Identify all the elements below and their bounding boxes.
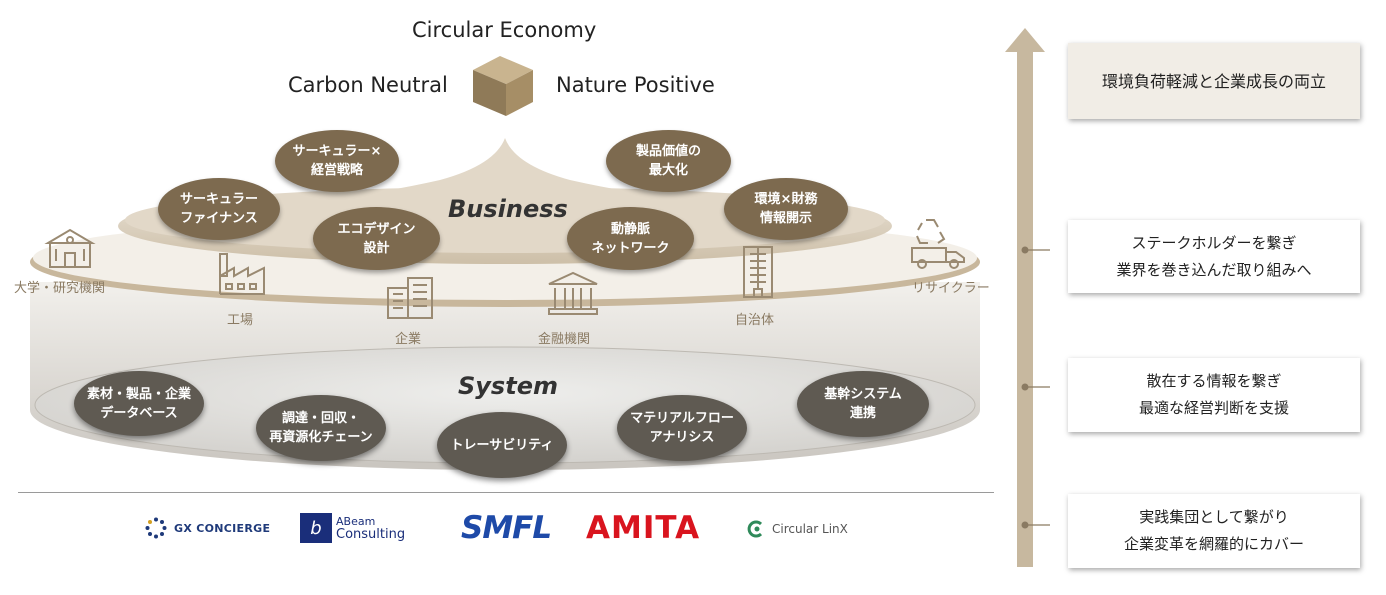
smfl-text: SMFL — [461, 510, 552, 546]
stakeholder-label-company: 企業 — [395, 332, 422, 347]
logo-amita: AMITA — [586, 510, 700, 546]
business-layer-title: Business — [448, 195, 568, 223]
nature-positive-title: Nature Positive — [556, 73, 715, 97]
stakeholder-label-factory: 工場 — [227, 313, 254, 328]
logo-abeam-consulting: b ABeam Consulting — [300, 513, 405, 543]
pill-circular-finance: サーキュラー ファイナンス — [158, 178, 280, 240]
stakeholder-label-bank: 金融機関 — [538, 332, 591, 347]
logo-circular-linx: Circular LinX — [747, 520, 848, 538]
stakeholder-label-recycler: リサイクラー — [912, 281, 990, 296]
circular-linx-mark-icon — [747, 520, 763, 538]
pill-supply-chain: 調達・回収・ 再資源化チェーン — [256, 395, 386, 461]
business-peak — [120, 138, 890, 222]
progress-arrow — [1005, 28, 1050, 567]
pill-core-system: 基幹システム 連携 — [797, 371, 929, 437]
step-card-information: 散在する情報を繋ぎ 最適な経営判断を支援 — [1068, 358, 1360, 432]
logo-smfl: SMFL — [461, 510, 552, 546]
stakeholder-label-municipality: 自治体 — [735, 313, 775, 328]
divider-line — [18, 492, 994, 493]
consulting-text: Consulting — [336, 527, 406, 542]
cube-icon — [473, 56, 533, 116]
logo-gx-concierge: GX CONCIERGE — [145, 517, 270, 539]
city-hall-icon — [743, 246, 773, 298]
step-card-practice-group: 実践集団として繋がり 企業変革を網羅的にカバー — [1068, 494, 1360, 568]
circular-linx-text: Circular LinX — [772, 522, 848, 536]
gx-concierge-mark-icon — [145, 517, 167, 539]
pill-esg-disclosure: 環境×財務 情報開示 — [724, 178, 848, 240]
circular-economy-title: Circular Economy — [412, 18, 597, 42]
amita-text: AMITA — [586, 510, 701, 546]
carbon-neutral-title: Carbon Neutral — [288, 73, 448, 97]
system-layer-title: System — [458, 372, 558, 400]
pill-eco-design: エコデザイン 設計 — [313, 207, 440, 270]
pill-traceability: トレーサビリティ — [437, 412, 567, 478]
recycle-truck-icon — [911, 219, 965, 269]
office-building-icon — [387, 277, 433, 319]
bank-icon — [548, 271, 598, 315]
pill-product-value: 製品価値の 最大化 — [606, 130, 731, 192]
pill-material-flow: マテリアルフロー アナリシス — [617, 395, 747, 461]
goal-card: 環境負荷軽減と企業成長の両立 — [1068, 43, 1360, 119]
gx-concierge-text: GX CONCIERGE — [174, 521, 271, 535]
step-card-stakeholders: ステークホルダーを繋ぎ 業界を巻き込んだ取り組みへ — [1068, 220, 1360, 293]
pill-circular-strategy: サーキュラー× 経営戦略 — [275, 130, 399, 192]
abeam-mark-icon: b — [300, 513, 332, 543]
pill-database: 素材・製品・企業 データベース — [74, 371, 204, 436]
stakeholder-label-university: 大学・研究機関 — [14, 281, 106, 296]
abeam-text: ABeam — [336, 515, 376, 528]
pill-supply-network: 動静脈 ネットワーク — [567, 207, 694, 270]
university-icon — [44, 228, 96, 268]
factory-icon — [219, 253, 265, 295]
